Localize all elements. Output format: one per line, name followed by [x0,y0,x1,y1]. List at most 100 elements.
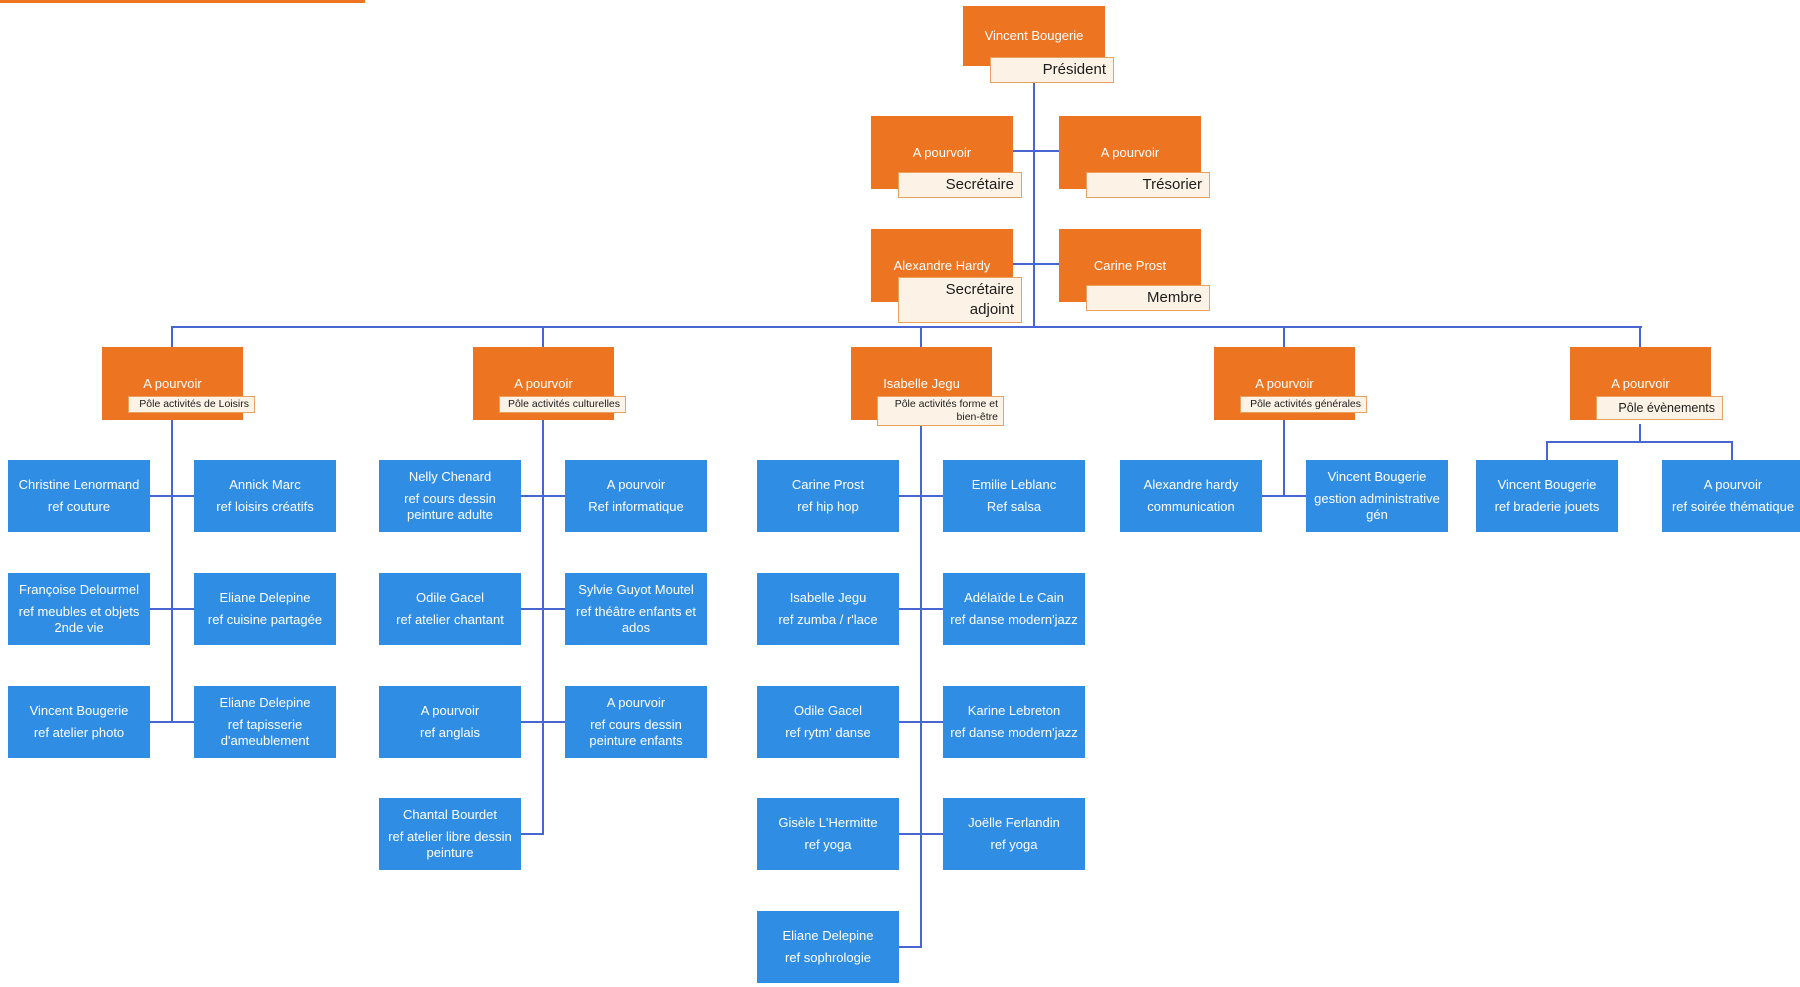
member-role: Ref informatique [588,499,684,514]
exec-role-label: Secrétaire adjoint [898,277,1022,323]
connector-line [1639,326,1641,347]
member-box: Christine Lenormand ref couture [8,460,150,532]
connector-line [521,495,565,497]
member-role: ref soirée thématique [1671,499,1795,514]
member-box: A pourvoir ref cours dessin peinture enfa… [565,686,707,758]
member-role: ref cuisine partagée [207,612,323,627]
exec-name: A pourvoir [912,144,972,160]
member-role: ref danse modern'jazz [950,725,1078,740]
member-role: ref atelier chantant [396,612,504,627]
connector-line [899,608,943,610]
exec-name: A pourvoir [1100,144,1160,160]
member-box: Odile Gacel ref atelier chantant [379,573,521,645]
exec-name: Alexandre Hardy [893,257,991,273]
member-role: ref yoga [804,837,852,852]
member-role: ref meubles et objets 2nde vie [18,604,140,635]
member-name: Vincent Bougerie [29,703,129,718]
connector-line [1033,64,1035,327]
connector-line [1639,424,1641,442]
dept-head-name: A pourvoir [1255,375,1314,391]
member-role: communication [1147,499,1235,514]
member-name: Eliane Delepine [219,695,311,710]
connector-line [920,326,922,347]
member-name: Adélaïde Le Cain [964,590,1064,605]
connector-line [1283,326,1285,347]
exec-role-label: Secrétaire [898,172,1022,198]
member-name: Joëlle Ferlandin [968,815,1060,830]
member-box: Alexandre hardy communication [1120,460,1262,532]
connector-line [899,495,943,497]
dept-label: Pôle activités culturelles [499,396,626,413]
member-role: ref cours dessin peinture enfants [589,717,683,748]
member-name: Annick Marc [229,477,301,492]
member-role: ref danse modern'jazz [950,612,1078,627]
exec-box: Vincent Bougerie [963,6,1105,66]
member-name: Christine Lenormand [18,477,140,492]
member-box: Odile Gacel ref rytm' danse [757,686,899,758]
member-role: ref atelier photo [33,725,125,740]
dept-label: Pôle activités générales [1240,396,1367,413]
connector-line [171,326,173,347]
member-name: A pourvoir [420,703,480,718]
connector-line [521,833,544,835]
connector-line [1262,495,1306,497]
connector-line [542,326,544,347]
member-box: Adélaïde Le Cain ref danse modern'jazz [943,573,1085,645]
member-role: ref couture [47,499,111,514]
connector-line [899,833,943,835]
connector-line [521,721,565,723]
member-role: ref anglais [420,725,480,740]
member-role: ref zumba / r'lace [778,612,878,627]
member-name: Odile Gacel [416,590,484,605]
connector-line [150,495,194,497]
member-role: ref sophrologie [785,950,871,965]
member-box: Françoise Delourmel ref meubles et objets… [8,573,150,645]
connector-line [521,608,565,610]
connector-line [172,326,1642,328]
member-role: ref cours dessin peinture adulte [404,491,496,522]
member-name: Isabelle Jegu [789,590,867,605]
member-box: Annick Marc ref loisirs créatifs [194,460,336,532]
member-box: Carine Prost ref hip hop [757,460,899,532]
member-role: ref rytm' danse [785,725,871,740]
member-name: Alexandre hardy [1143,477,1239,492]
top-edge-line [0,0,365,3]
exec-role-label: Président [990,57,1114,83]
dept-head-name: Isabelle Jegu [883,375,960,391]
member-name: Emilie Leblanc [971,477,1057,492]
member-name: A pourvoir [606,695,666,710]
exec-role-label: Membre [1086,285,1210,311]
member-role: Ref salsa [986,499,1042,514]
member-name: Carine Prost [791,477,865,492]
connector-line [1283,420,1285,497]
connector-line [899,721,943,723]
exec-name: Carine Prost [1093,257,1167,273]
member-box: A pourvoir ref anglais [379,686,521,758]
member-box: A pourvoir ref soirée thématique [1662,460,1800,532]
exec-role-label: Trésorier [1086,172,1210,198]
dept-label: Pôle activités de Loisirs [128,396,255,413]
member-role: ref loisirs créatifs [216,499,314,514]
connector-line [1013,263,1059,265]
connector-line [1547,441,1733,443]
member-name: Karine Lebreton [967,703,1061,718]
connector-line [150,721,194,723]
member-role: ref hip hop [797,499,859,514]
member-name: Odile Gacel [794,703,862,718]
member-box: Isabelle Jegu ref zumba / r'lace [757,573,899,645]
connector-line [1731,441,1733,460]
member-name: A pourvoir [1703,477,1763,492]
dept-label: Pôle évènements [1596,396,1723,420]
member-role: gestion administrative gén [1314,491,1440,522]
member-name: Françoise Delourmel [19,582,139,597]
